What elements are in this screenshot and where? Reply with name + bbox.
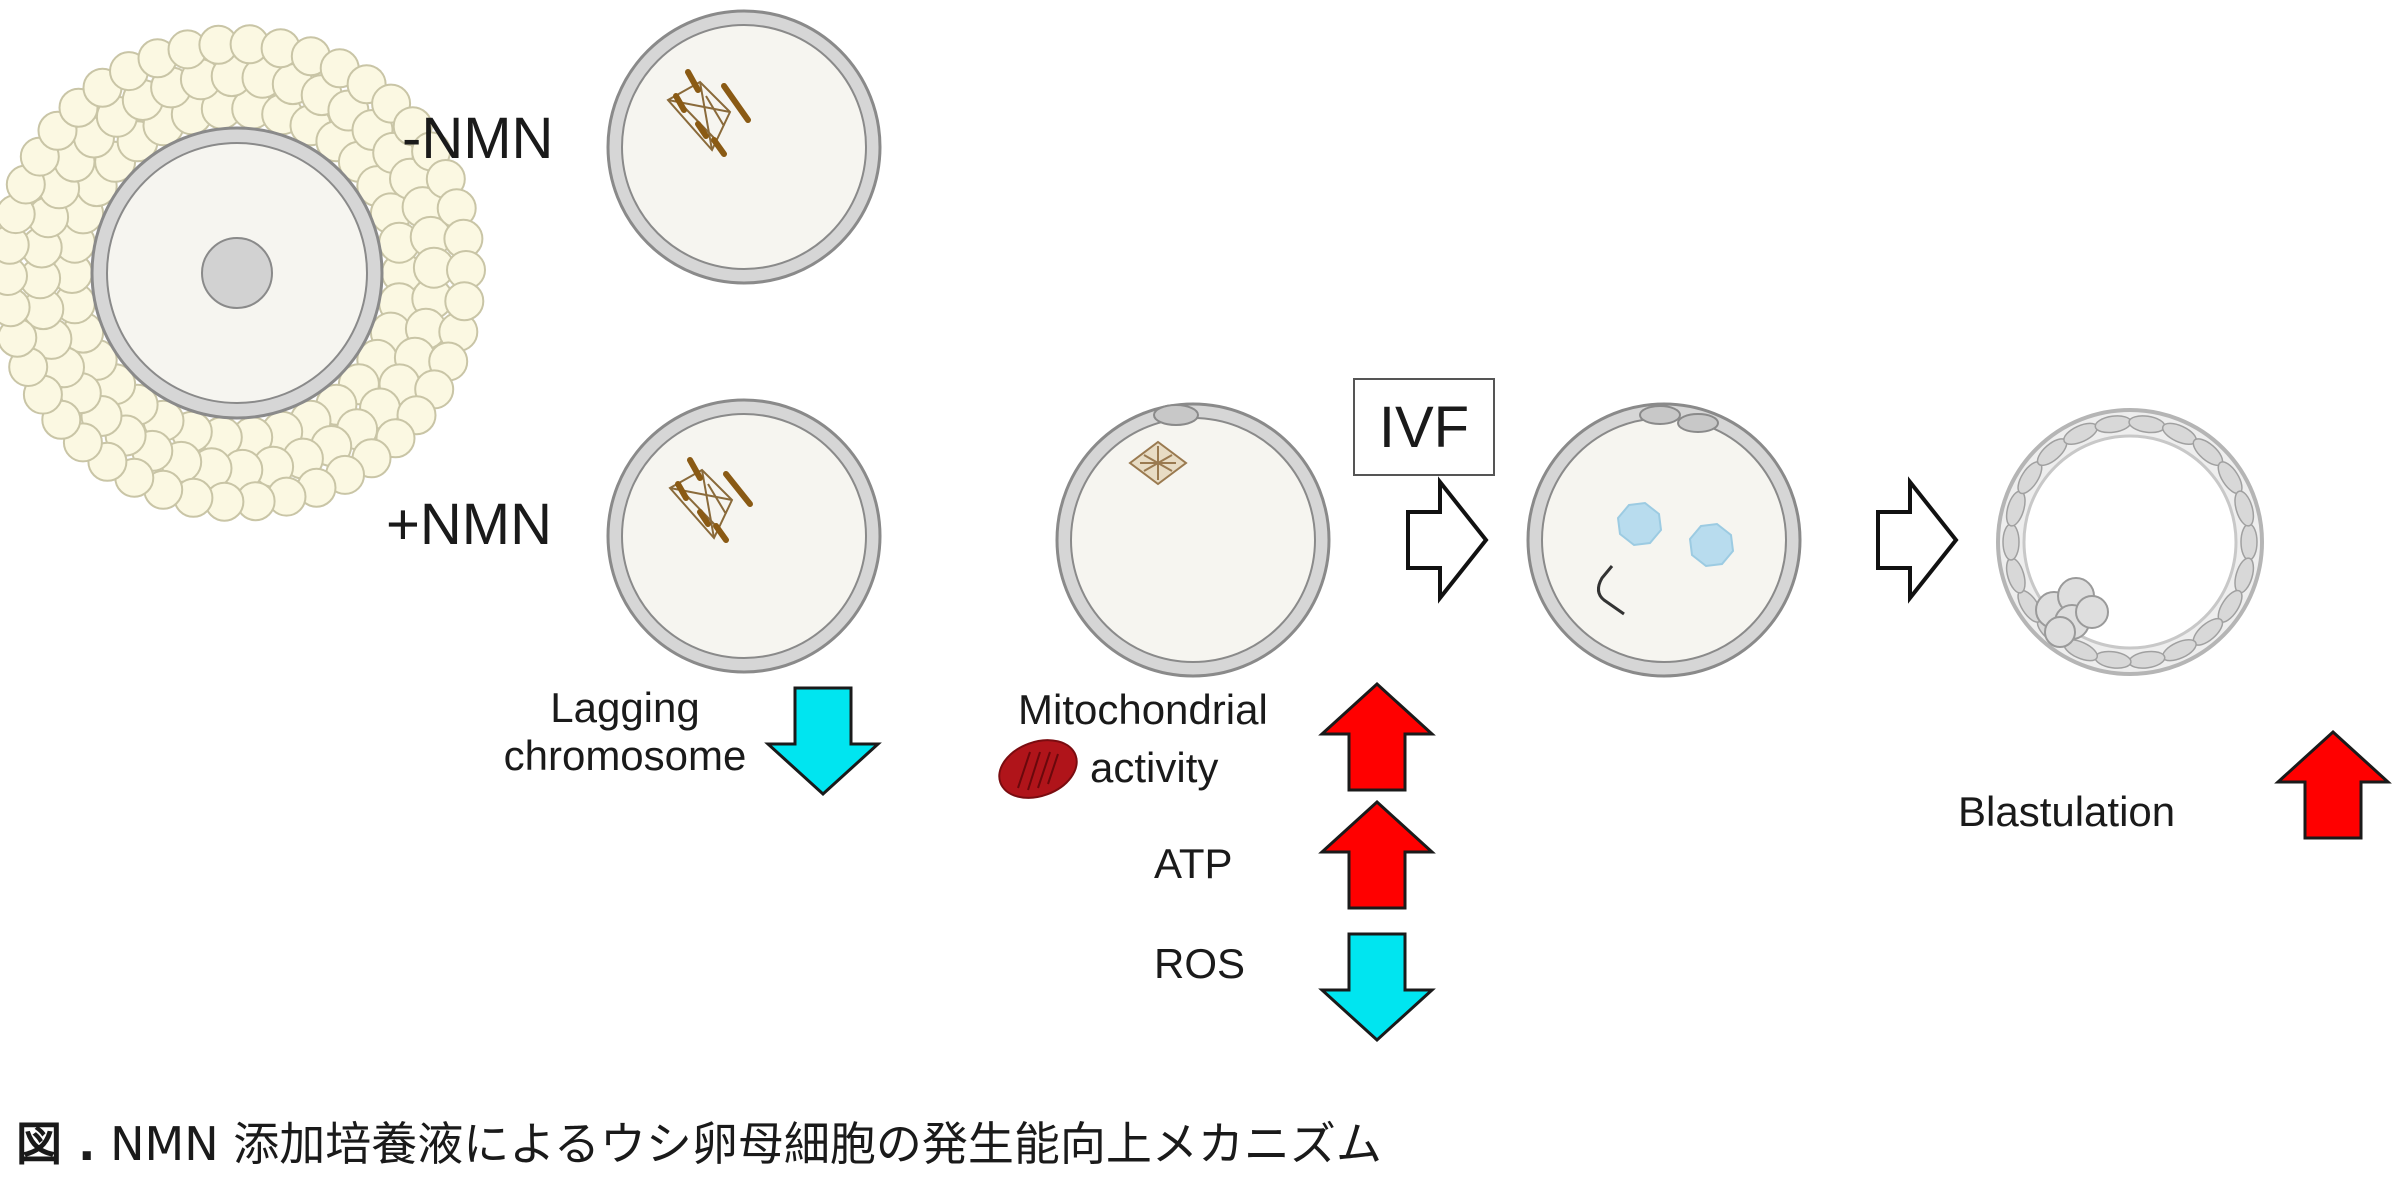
blastulation-up-arrow [2274, 729, 2392, 840]
figure-caption: 図 . NMN 添加培養液によるウシ卵母細胞の発生能向上メカニズム [16, 1108, 1382, 1174]
zygote [1526, 402, 1802, 678]
process-arrow-culture [1876, 476, 1959, 604]
mitochondrion-icon [998, 739, 1078, 799]
minus-nmn-label: -NMN [402, 106, 554, 171]
mitochondrial-line2: activity [1090, 744, 1219, 791]
blastocyst [1996, 408, 2264, 676]
ivf-label: IVF [1378, 394, 1470, 460]
ivf-box: IVF [1353, 378, 1495, 476]
spindle-icon [666, 69, 751, 157]
cumulus-cell [444, 281, 485, 322]
lagging-line2: chromosome [503, 732, 747, 780]
atp-up-arrow [1318, 799, 1436, 910]
plus-nmn-label: +NMN [386, 492, 552, 557]
lagging-chromosome-label: Lagging chromosome [500, 684, 750, 781]
oocyte-minus-nmn [606, 9, 882, 285]
process-arrow-ivf [1406, 476, 1489, 604]
mitochondrial-activity-up-arrow [1318, 681, 1436, 792]
inner-cell-mass [2035, 577, 2109, 648]
oocyte-plus-nmn [606, 398, 882, 674]
germinal-vesicle [201, 237, 273, 309]
metaphase-spindle-icon [1128, 440, 1188, 486]
ros-down-arrow [1318, 932, 1436, 1043]
trophectoderm-cell [2240, 523, 2258, 561]
lagging-line1: Lagging [550, 684, 700, 731]
ros-label: ROS [1154, 940, 1246, 987]
pronucleus-icon [1688, 522, 1735, 568]
pronucleus-icon [1616, 501, 1663, 547]
blastulation-label: Blastulation [1958, 788, 2176, 835]
lagging-chromosome-down-arrow [764, 686, 882, 797]
sperm-tail-icon [1597, 565, 1625, 616]
effect-arrows [764, 681, 2392, 1043]
trophectoderm-cell [2002, 523, 2020, 561]
atp-label: ATP [1154, 840, 1233, 887]
caption-text: NMN 添加培養液によるウシ卵母細胞の発生能向上メカニズム [110, 1117, 1382, 1171]
mature-oocyte [1055, 402, 1331, 678]
caption-prefix: 図 . [16, 1117, 96, 1171]
mitochondrial-line1: Mitochondrial [1018, 686, 1268, 733]
trophectoderm-cell [2234, 490, 2255, 527]
cumulus-oocyte-complex [0, 24, 486, 522]
spindle-icon [668, 457, 753, 543]
